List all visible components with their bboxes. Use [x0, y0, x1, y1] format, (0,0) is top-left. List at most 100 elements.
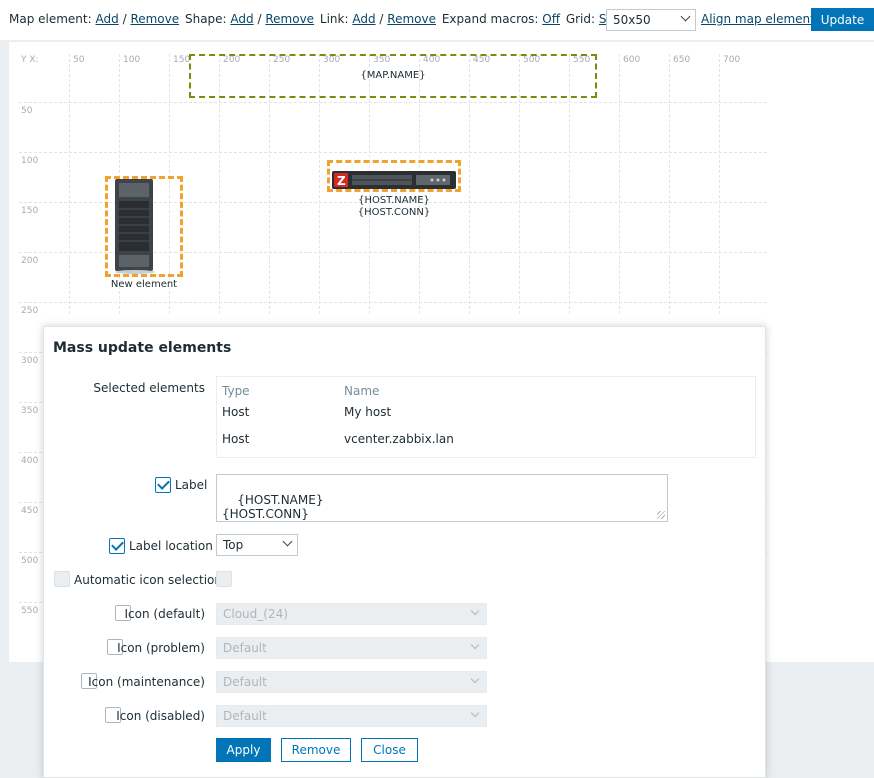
- auto-icon-label: Automatic icon selection: [74, 573, 222, 587]
- y-axis-tick-label: 300: [21, 356, 39, 366]
- rack-server-icon: Z: [332, 171, 456, 189]
- resize-grip-icon[interactable]: [657, 511, 665, 519]
- y-axis-tick-label: 250: [21, 306, 39, 316]
- x-axis-tick-label: 150: [173, 55, 191, 65]
- label-location-value: Top: [223, 538, 244, 552]
- expand-macros-toggle[interactable]: Off: [542, 12, 560, 26]
- x-axis-tick-label: 350: [373, 55, 391, 65]
- map-name-text: {MAP.NAME}: [360, 70, 426, 81]
- y-axis-tick-label: 550: [21, 606, 39, 616]
- new-element-label: New element: [110, 279, 178, 290]
- x-axis-tick-label: 700: [723, 55, 741, 65]
- x-axis-tick-label: 550: [573, 55, 591, 65]
- x-axis-tick-label: 400: [423, 55, 441, 65]
- grid-line-horizontal: [19, 102, 767, 103]
- row-type: Host: [222, 432, 250, 446]
- x-axis-tick-label: 600: [623, 55, 641, 65]
- grid-line-vertical: [669, 54, 670, 314]
- label-location-checkbox[interactable]: [109, 538, 125, 554]
- remove-button[interactable]: Remove: [281, 738, 351, 762]
- separator: /: [257, 12, 262, 26]
- icon-maintenance-select: Default: [216, 671, 487, 693]
- y-axis-tick-label: 500: [21, 556, 39, 566]
- grid-line-vertical: [619, 54, 620, 314]
- mass-update-dialog: Mass update elements Selected elements T…: [43, 326, 766, 778]
- apply-button[interactable]: Apply: [216, 738, 271, 762]
- remove-link-link[interactable]: Remove: [387, 12, 436, 26]
- icon-maintenance-checkbox[interactable]: [81, 673, 97, 689]
- chevron-down-icon: [470, 606, 480, 616]
- chevron-down-icon: [470, 708, 480, 718]
- dialog-title: Mass update elements: [53, 340, 232, 356]
- link-label: Link:: [319, 12, 349, 26]
- icon-maintenance-label: Icon (maintenance): [88, 675, 205, 689]
- update-button[interactable]: Update: [811, 8, 874, 31]
- y-axis-tick-label: 100: [21, 156, 39, 166]
- label-field-label: Label: [175, 478, 208, 492]
- label-textarea-value: {HOST.NAME} {HOST.CONN}: [222, 493, 324, 521]
- label-location-select[interactable]: Top: [216, 534, 298, 556]
- label-checkbox[interactable]: [155, 477, 171, 493]
- add-element-link[interactable]: Add: [95, 12, 119, 26]
- label-textarea[interactable]: {HOST.NAME} {HOST.CONN}: [216, 474, 668, 522]
- x-axis-tick-label: 50: [73, 55, 85, 65]
- grid-size-value: 50x50: [613, 13, 651, 27]
- toolbar-row: Map element: Add / Remove Shape: Add / R…: [9, 12, 668, 26]
- tower-server-icon: [115, 179, 155, 274]
- y-axis-tick-label: 200: [21, 256, 39, 266]
- y-axis-tick-label: 400: [21, 456, 39, 466]
- icon-problem-select: Default: [216, 637, 487, 659]
- shape-label: Shape:: [184, 12, 227, 26]
- y-axis-tick-label: 350: [21, 406, 39, 416]
- grid-line-horizontal: [19, 202, 767, 203]
- align-map-elements-link[interactable]: Align map elements: [701, 12, 822, 26]
- x-axis-tick-label: 300: [323, 55, 341, 65]
- x-axis-tick-label: 500: [523, 55, 541, 65]
- icon-disabled-value: Default: [223, 709, 267, 723]
- map-toolbar: Map element: Add / Remove Shape: Add / R…: [0, 0, 874, 40]
- grid-line-vertical: [569, 54, 570, 314]
- auto-icon-checkbox[interactable]: [54, 571, 70, 587]
- svg-text:Z: Z: [337, 174, 346, 188]
- x-axis-tick-label: 200: [223, 55, 241, 65]
- host-label-name: {HOST.NAME}: [358, 195, 430, 206]
- x-axis-tick-label: 250: [273, 55, 291, 65]
- grid-label: Grid:: [565, 12, 596, 26]
- icon-problem-checkbox[interactable]: [107, 639, 123, 655]
- icon-problem-label: Icon (problem): [117, 641, 205, 655]
- icon-problem-value: Default: [223, 641, 267, 655]
- icon-default-label: Icon (default): [124, 607, 205, 621]
- chevron-down-icon: [282, 536, 293, 547]
- grid-size-select[interactable]: 50x50: [606, 9, 696, 31]
- label-location-label: Label location: [129, 539, 213, 553]
- row-name: My host: [344, 405, 392, 419]
- x-axis-tick-label: 650: [673, 55, 691, 65]
- icon-disabled-select: Default: [216, 705, 487, 727]
- add-shape-link[interactable]: Add: [230, 12, 254, 26]
- map-name-shape[interactable]: {MAP.NAME}: [189, 54, 597, 98]
- grid-line-vertical: [169, 54, 170, 314]
- icon-disabled-checkbox[interactable]: [105, 707, 121, 723]
- axis-corner-label: Y X:: [21, 55, 39, 65]
- icon-default-checkbox[interactable]: [115, 605, 131, 621]
- icon-maintenance-value: Default: [223, 675, 267, 689]
- new-element-selection[interactable]: [105, 176, 183, 277]
- close-button[interactable]: Close: [361, 738, 418, 762]
- selected-elements-table: Type Name Host My host Host vcenter.zabb…: [216, 376, 756, 458]
- separator: /: [122, 12, 127, 26]
- expand-macros-label: Expand macros:: [441, 12, 539, 26]
- icon-default-value: Cloud_(24): [223, 607, 288, 621]
- host-element-selection[interactable]: [327, 160, 461, 192]
- chevron-down-icon: [470, 674, 480, 684]
- add-link-link[interactable]: Add: [352, 12, 376, 26]
- host-label-conn: {HOST.CONN}: [357, 207, 431, 218]
- grid-line-vertical: [719, 54, 720, 314]
- x-axis-tick-label: 450: [473, 55, 491, 65]
- grid-line-horizontal: [19, 252, 767, 253]
- column-header-name: Name: [344, 384, 380, 398]
- chevron-down-icon: [470, 640, 480, 650]
- chevron-down-icon: [680, 11, 691, 22]
- remove-shape-link[interactable]: Remove: [265, 12, 315, 26]
- y-axis-tick-label: 50: [21, 106, 33, 116]
- remove-element-link[interactable]: Remove: [130, 12, 180, 26]
